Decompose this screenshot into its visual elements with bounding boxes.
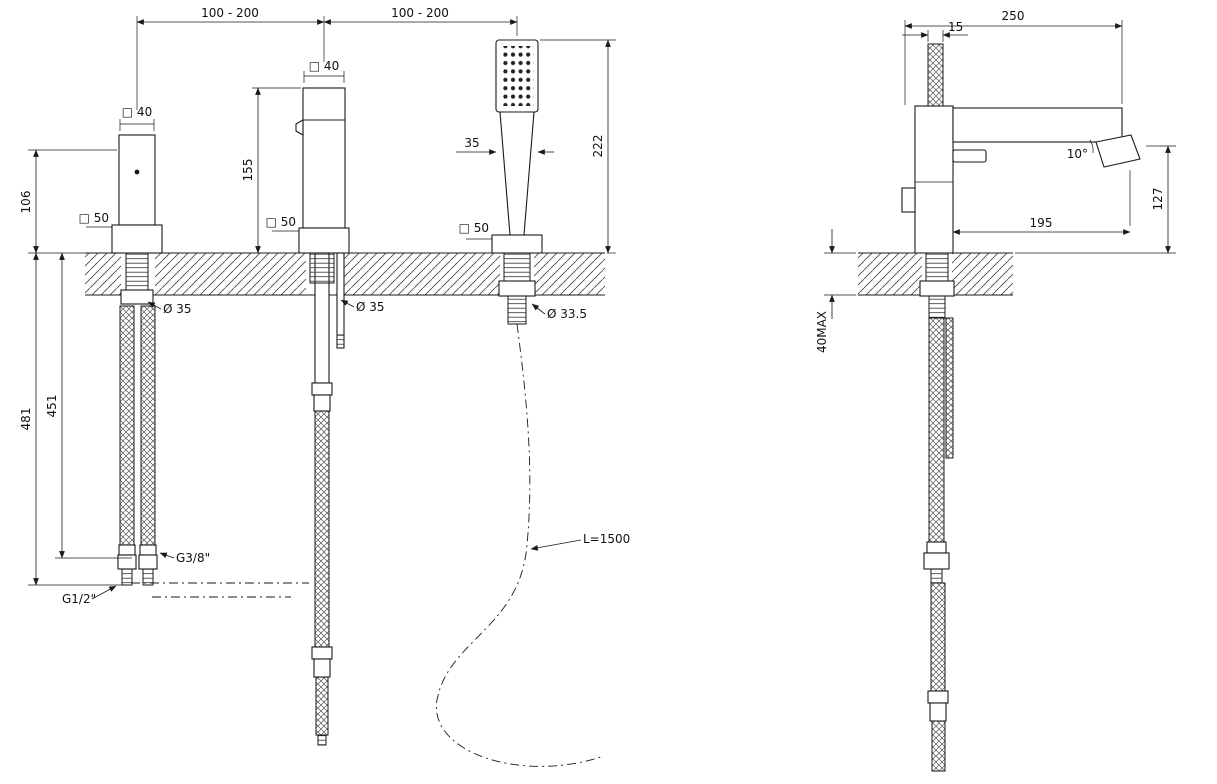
- dim-label-spacing-left: 100 - 200: [201, 6, 259, 20]
- dim-hole-spout: Ø 35: [340, 299, 385, 314]
- dim-label-thread-supply: G1/2": [62, 592, 96, 606]
- dim-label-base-spout: □ 50: [266, 215, 296, 229]
- dim-label-spout-height-side: 127: [1151, 188, 1165, 211]
- side-view: 250 15 10° 195 127: [815, 9, 1176, 772]
- spout-supply-hose: [309, 252, 345, 746]
- spout-nozzle: [1095, 134, 1141, 168]
- dim-valve-height: 106: [19, 149, 117, 254]
- dim-spacing-left: 100 - 200: [136, 6, 325, 110]
- dims-front: 100 - 200 100 - 200 □ 40 □ 40 35 222: [19, 6, 630, 606]
- handshower-unit: [466, 39, 543, 254]
- valve-screw-dot: [134, 169, 140, 175]
- dim-label-shower-width: 35: [464, 136, 479, 150]
- faucet-side: [901, 43, 1141, 254]
- faucet-body-side: [914, 105, 954, 254]
- dim-spout-angle: 10°: [1067, 147, 1088, 161]
- label-thread-hoses: G3/8": [159, 551, 210, 565]
- dim-spout-height: 155: [241, 87, 301, 254]
- dims-side: 250 15 10° 195 127: [815, 9, 1176, 353]
- dim-handle-width: 15: [902, 20, 968, 42]
- dim-label-spout-height: 155: [241, 159, 255, 182]
- handle-rod: [927, 43, 944, 113]
- body-back-fitting: [901, 187, 916, 213]
- dim-label-spacing-right: 100 - 200: [391, 6, 449, 20]
- shower-nozzle-grid: [500, 46, 534, 106]
- lever-handle: [952, 149, 987, 163]
- dim-label-spout-reach: 195: [1030, 216, 1053, 230]
- dim-label-deck-thickness: 40MAX: [815, 311, 829, 353]
- label-thread-supply: G1/2": [62, 585, 117, 606]
- spout-arm: [952, 107, 1123, 143]
- spout-unit: [272, 71, 350, 254]
- dim-overall-depth: 250: [904, 9, 1123, 105]
- dim-spout-reach: 195: [952, 170, 1131, 235]
- dim-hose-drop-outer: 481: [19, 252, 122, 586]
- dim-label-spout-square: □ 40: [309, 59, 339, 73]
- dim-label-thread-hoses: G3/8": [176, 551, 210, 565]
- dim-label-hole-valve: Ø 35: [163, 302, 192, 316]
- dim-shower-width: 35: [456, 136, 554, 155]
- dim-label-hole-shower: Ø 33.5: [547, 307, 587, 321]
- dim-shower-height: 222: [540, 39, 616, 254]
- dim-label-hose-length: L=1500: [583, 532, 630, 546]
- dim-label-valve-square: □ 40: [122, 105, 152, 119]
- valve-supply-hoses: [117, 252, 309, 598]
- dim-hole-shower: Ø 33.5: [531, 303, 587, 321]
- dim-hole-valve: Ø 35: [147, 301, 192, 316]
- dim-label-hole-spout: Ø 35: [356, 300, 385, 314]
- dim-label-valve-height: 106: [19, 191, 33, 214]
- dim-deck-thickness: 40MAX: [815, 229, 856, 353]
- dim-label-spout-angle: 10°: [1067, 147, 1088, 161]
- dim-label-base-shower: □ 50: [459, 221, 489, 235]
- dim-spout-height-side: 127: [1015, 145, 1176, 254]
- dim-hose-drop-inner: 451: [45, 252, 132, 559]
- dim-label-hose-drop-inner: 451: [45, 395, 59, 418]
- dim-label-overall-depth: 250: [1002, 9, 1025, 23]
- label-hose-length: L=1500: [530, 532, 630, 551]
- dim-label-handle-width: 15: [948, 20, 963, 34]
- shower-hose: [436, 252, 602, 767]
- dim-label-hose-drop-outer: 481: [19, 408, 33, 431]
- dim-label-base-valve: □ 50: [79, 211, 109, 225]
- dim-label-shower-height: 222: [591, 135, 605, 158]
- front-view: 100 - 200 100 - 200 □ 40 □ 40 35 222: [19, 6, 630, 767]
- dim-spacing-right: 100 - 200: [323, 6, 518, 36]
- valve-unit: [86, 119, 163, 254]
- supply-hose-side: [919, 252, 955, 772]
